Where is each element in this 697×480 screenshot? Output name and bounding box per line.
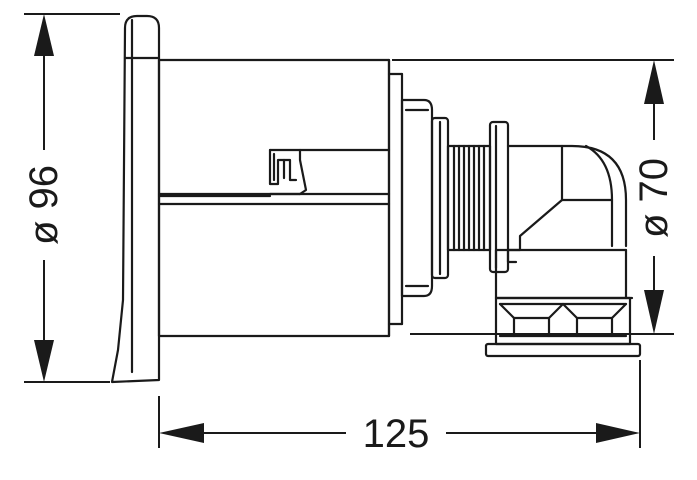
main-body: [157, 58, 404, 338]
arrow-left-bottom: [159, 423, 204, 443]
washer: [430, 116, 450, 280]
arrow-right-bottom: [596, 423, 640, 443]
arrow-up-left: [34, 14, 54, 56]
clip-detail: [157, 148, 391, 198]
arrow-down-right: [644, 290, 664, 334]
elbow-fitting: [494, 144, 634, 300]
length-label: 125: [363, 412, 430, 456]
outer-diameter-label: ø 96: [22, 165, 66, 245]
elbow-nut: [494, 296, 632, 346]
front-flange: [110, 14, 161, 384]
thread: [446, 144, 492, 252]
arrow-down-left: [34, 340, 54, 382]
elbow-flange: [488, 120, 510, 274]
base-plate: [484, 342, 642, 358]
arrow-up-right: [644, 60, 664, 104]
hex-nut: [400, 98, 434, 298]
inner-diameter-label: ø 70: [632, 158, 676, 238]
